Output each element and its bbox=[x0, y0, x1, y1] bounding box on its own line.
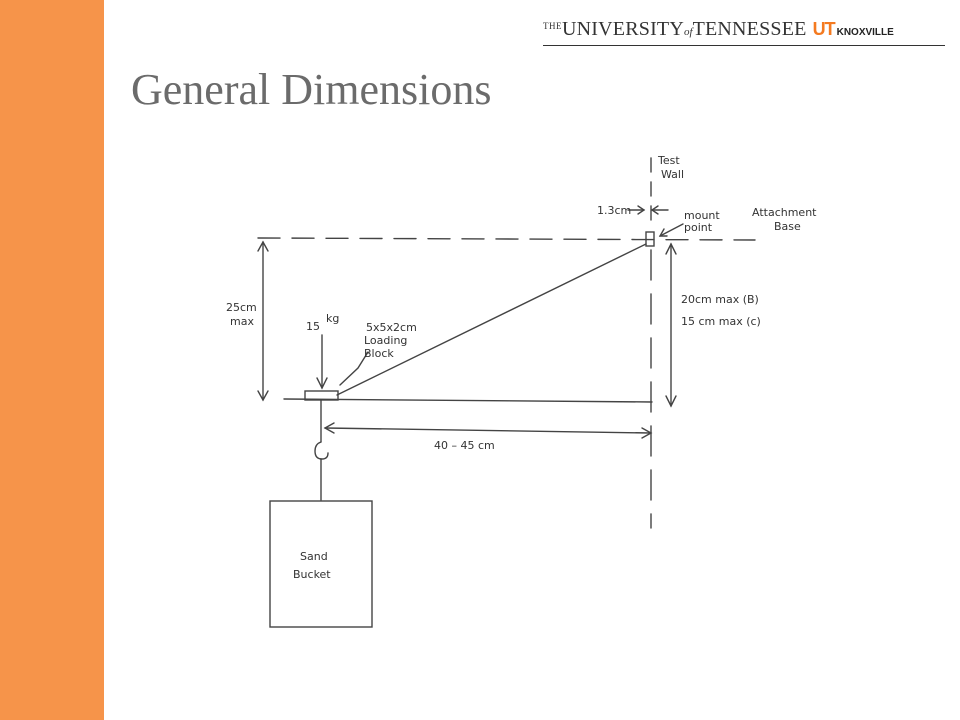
sand-bucket bbox=[269, 500, 373, 628]
attachment-base-label: Attachment bbox=[752, 206, 817, 219]
svg-text:max: max bbox=[230, 315, 254, 328]
test-wall-label: Test bbox=[657, 154, 680, 167]
length-dimension bbox=[324, 427, 652, 434]
load-unit: kg bbox=[326, 312, 339, 325]
loading-block-label: 5x5x2cm bbox=[366, 321, 417, 334]
horizontal-beam bbox=[283, 398, 653, 403]
svg-text:Wall: Wall bbox=[661, 168, 684, 181]
svg-text:Base: Base bbox=[774, 220, 801, 233]
hook bbox=[314, 441, 329, 460]
svg-text:Bucket: Bucket bbox=[293, 568, 331, 581]
bucket-label: Sand bbox=[300, 550, 328, 563]
span-max-label-b: 20cm max (B) bbox=[681, 293, 759, 306]
diagonal-strut bbox=[336, 243, 647, 396]
gap-label: 1.3cm bbox=[597, 204, 631, 217]
svg-text:Block: Block bbox=[364, 347, 394, 360]
mount-point-label: mount bbox=[684, 209, 720, 222]
attachment-base bbox=[645, 231, 655, 247]
span-max-label-c: 15 cm max (c) bbox=[681, 315, 761, 328]
orange-sidebar bbox=[0, 0, 104, 720]
svg-text:point: point bbox=[684, 221, 713, 234]
length-label: 40 – 45 cm bbox=[434, 439, 495, 452]
top-reference-line bbox=[257, 237, 756, 241]
dimension-sketch: Test Wall 1.3cm mount point Attachment B… bbox=[226, 154, 817, 628]
height-label: 25cm bbox=[226, 301, 257, 314]
load-label: 15 bbox=[306, 320, 320, 333]
page-title: General Dimensions bbox=[131, 65, 492, 114]
svg-text:Loading: Loading bbox=[364, 334, 407, 347]
